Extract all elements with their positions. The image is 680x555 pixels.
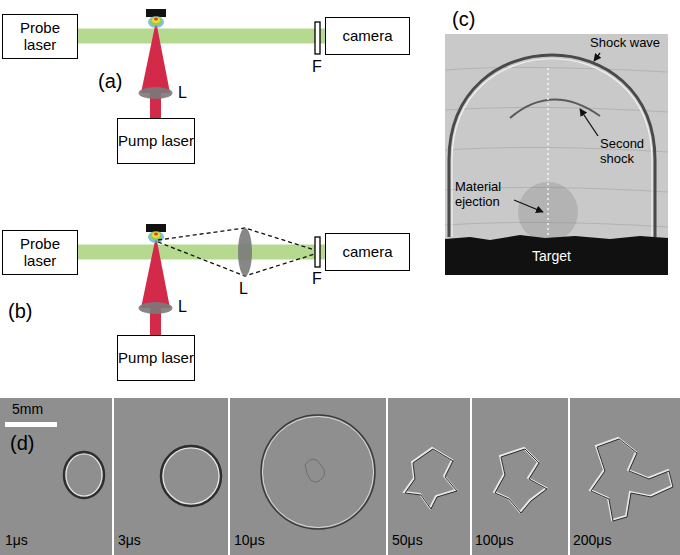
plasma-plume (154, 232, 158, 235)
plume (590, 438, 672, 520)
time-label: 100μs (475, 532, 513, 548)
camera-box: camera (325, 17, 410, 55)
filter (315, 22, 320, 54)
probe-beam (78, 29, 325, 44)
panel-letter: (d) (10, 432, 34, 455)
pump-laser-box: Pump laser (117, 118, 195, 164)
lens (238, 228, 252, 276)
shock-front (263, 417, 374, 528)
focused-pump-beam (141, 21, 170, 93)
plasma-plume (152, 17, 160, 23)
probe-laser-box: Probe laser (2, 14, 78, 59)
leader-arrow (514, 200, 543, 212)
pump-laser-box: Pump laser (117, 335, 195, 381)
box-label: Pump laser (118, 132, 194, 149)
target (146, 224, 166, 232)
feature-label: Material ejection (455, 180, 519, 210)
lens-label: L (178, 298, 187, 316)
time-label: 50μs (392, 532, 423, 548)
frame (472, 398, 568, 555)
lens (139, 87, 173, 99)
filter (315, 237, 320, 267)
box-label: Probe laser (3, 19, 77, 54)
plume (494, 448, 546, 512)
symmetry-axis (547, 68, 548, 236)
plasma-plume (150, 17, 162, 26)
box-label: Probe laser (3, 235, 77, 270)
plume (495, 449, 547, 513)
frame (388, 398, 470, 555)
panel-letter: (b) (8, 300, 32, 323)
photo-background (445, 34, 668, 275)
time-series (0, 398, 680, 555)
leader-arrow (580, 109, 598, 136)
setup-b (139, 224, 321, 336)
feature-label: Second shock (600, 137, 662, 167)
leader-arrow (594, 53, 600, 61)
second-shock (510, 99, 600, 118)
box-label: Pump laser (118, 349, 194, 366)
panel-letter: (a) (98, 70, 122, 93)
plume (404, 448, 456, 508)
setup-a (139, 9, 321, 119)
shock-front (161, 446, 221, 506)
lens-label: L (239, 280, 248, 298)
plume (591, 439, 673, 521)
time-label: 3μs (118, 532, 141, 548)
shock-front (64, 452, 104, 498)
focused-pump-beam (141, 236, 170, 308)
scale-label: 5mm (12, 401, 43, 417)
shock-front (66, 454, 102, 496)
probe-beam (78, 245, 325, 260)
imaging-ray (158, 228, 318, 276)
probe-laser-box: Probe laser (2, 230, 78, 275)
lens (139, 302, 173, 314)
filter-label: F (312, 58, 322, 76)
target (146, 9, 166, 17)
frame (570, 398, 680, 555)
plume (305, 459, 325, 482)
frame (114, 398, 228, 555)
frame (0, 398, 112, 555)
plasma-plume (148, 16, 164, 28)
shadowgraph-photo (445, 34, 668, 275)
scale-bar (5, 422, 57, 427)
shock-front (163, 448, 219, 504)
shock-front (261, 415, 375, 529)
strip-ground (0, 398, 680, 555)
box-label: camera (342, 243, 392, 260)
plume (405, 449, 457, 509)
lens-label: L (178, 84, 187, 102)
box-label: camera (342, 27, 392, 44)
camera-box: camera (325, 233, 410, 271)
time-label: 200μs (573, 532, 611, 548)
plasma-plume (152, 232, 160, 238)
target-label: Target (532, 248, 571, 264)
frame (230, 398, 386, 555)
feature-label: Shock wave (590, 36, 660, 51)
target-band (445, 235, 668, 275)
plasma-plume (148, 231, 164, 243)
fringe-line (445, 67, 668, 72)
filter-label: F (312, 270, 322, 288)
plasma-plume (154, 17, 158, 20)
panel-letter: (c) (452, 8, 475, 31)
fringe-line (445, 107, 668, 112)
time-label: 10μs (234, 532, 265, 548)
time-label: 1μs (5, 532, 28, 548)
